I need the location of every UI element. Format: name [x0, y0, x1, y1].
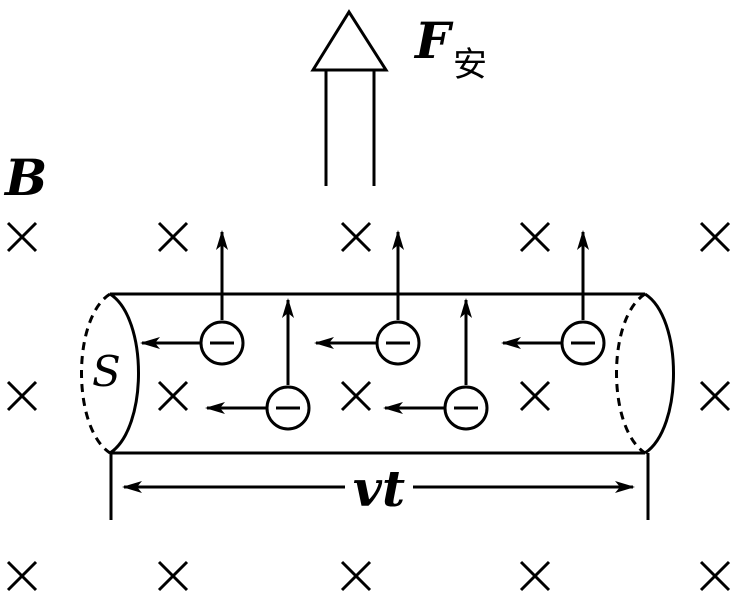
field-cross-icon [6, 380, 38, 412]
electrons [140, 230, 606, 431]
length-dimension [109, 453, 650, 520]
field-cross-icon [340, 560, 372, 592]
right-cap-back-dashed [615, 292, 646, 455]
field-cross-icon [699, 221, 731, 253]
magnetic-field-crosses [6, 221, 731, 592]
cross-section-label: S [92, 347, 121, 396]
force-label: F [413, 11, 454, 70]
electron-3 [501, 230, 606, 366]
electron-1 [140, 230, 245, 366]
field-cross-icon [519, 560, 551, 592]
field-cross-icon [699, 380, 731, 412]
field-label: B [3, 148, 47, 207]
field-cross-icon [157, 221, 189, 253]
right-cap-front [644, 292, 675, 455]
field-cross-icon [6, 221, 38, 253]
electron-2 [314, 230, 421, 366]
force-subscript-label: 安 [453, 45, 487, 85]
field-cross-icon [340, 380, 372, 412]
electron-5 [383, 298, 489, 431]
length-label: vt [353, 459, 405, 518]
conductor-cylinder [80, 292, 675, 455]
electron-4 [205, 298, 311, 431]
left-cap-front [109, 292, 140, 455]
field-cross-icon [699, 560, 731, 592]
field-cross-icon [6, 560, 38, 592]
left-cap-back-dashed [80, 292, 111, 455]
field-cross-icon [157, 380, 189, 412]
ampere-force-arrow-icon [310, 9, 389, 186]
field-cross-icon [157, 560, 189, 592]
field-cross-icon [519, 221, 551, 253]
field-cross-icon [340, 221, 372, 253]
field-cross-icon [519, 380, 551, 412]
